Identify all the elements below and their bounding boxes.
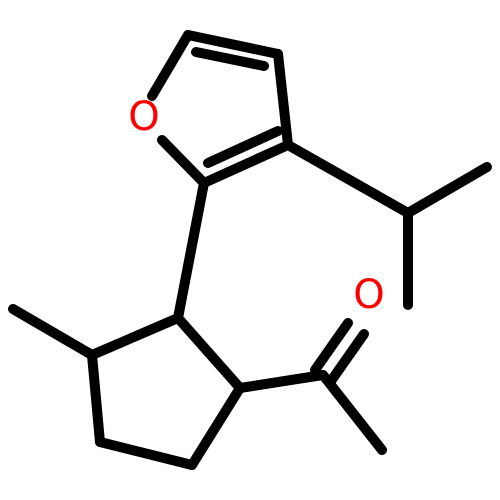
atom-label-oxygen-carbonyl: O bbox=[353, 272, 384, 318]
bond-furan-c2-o1 bbox=[157, 135, 209, 188]
bond-ring-methyl bbox=[8, 304, 97, 360]
bond-ring-c5-c1 bbox=[87, 313, 183, 360]
bond-furan-c5-c4-double bbox=[191, 47, 269, 71]
bond-furan-c3-c2 bbox=[199, 140, 293, 188]
bond-ring-c1-c2 bbox=[173, 313, 245, 393]
bond-furan-to-cyclopentane bbox=[173, 178, 209, 323]
bond-furan-c3-c2-double bbox=[203, 126, 283, 168]
bond-furan-c5-c4 bbox=[183, 30, 283, 59]
bond-furan-c4-c3 bbox=[273, 49, 293, 150]
bond-carbonyl-methyl bbox=[318, 370, 387, 455]
bond-c3-isopropyl-ch bbox=[283, 140, 413, 218]
bond-ring-to-carbonyl bbox=[235, 370, 328, 393]
bond-furan-o1-c5 bbox=[147, 30, 193, 101]
bond-carbonyl-double-b bbox=[326, 329, 369, 386]
bond-ring-c3-c4 bbox=[95, 437, 197, 470]
bond-isopropyl-methyl-a bbox=[403, 162, 492, 218]
bond-ring-c2-c3 bbox=[187, 383, 245, 470]
atom-label-oxygen-furan: O bbox=[128, 94, 159, 140]
bond-carbonyl-double-a bbox=[310, 318, 353, 375]
bond-ring-c4-c5 bbox=[87, 350, 105, 447]
